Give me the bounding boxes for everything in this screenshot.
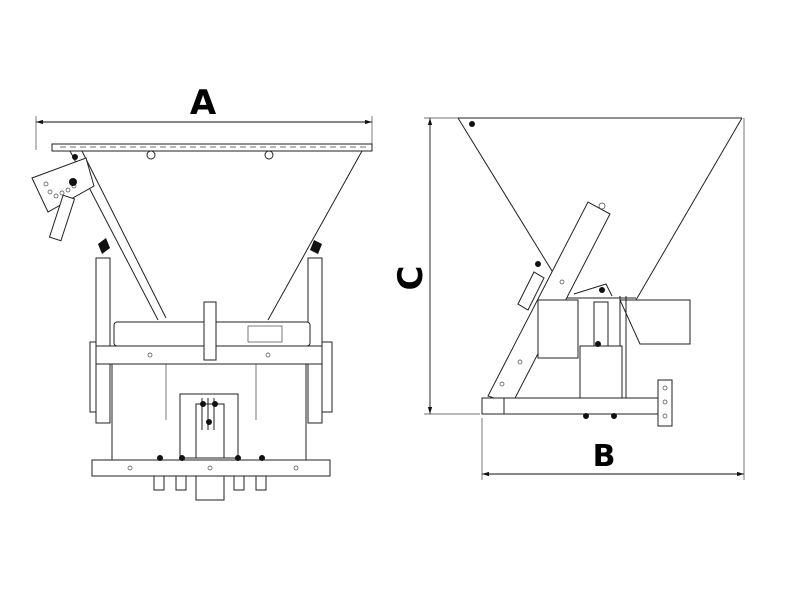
frame-side: [481, 201, 673, 427]
dimension-b: B: [481, 118, 745, 480]
frame-front: [89, 238, 333, 501]
hopper-front: [51, 143, 373, 321]
dimension-b-label: B: [593, 439, 616, 474]
side-view: C B: [391, 117, 745, 480]
dimension-a-label: A: [190, 83, 217, 123]
lever-bracket: [31, 157, 95, 242]
dimension-c: C: [391, 117, 480, 415]
dimension-a: A: [35, 83, 373, 150]
front-view: A: [31, 83, 373, 501]
dimension-c-label: C: [391, 266, 431, 291]
hopper-side: [457, 117, 743, 345]
